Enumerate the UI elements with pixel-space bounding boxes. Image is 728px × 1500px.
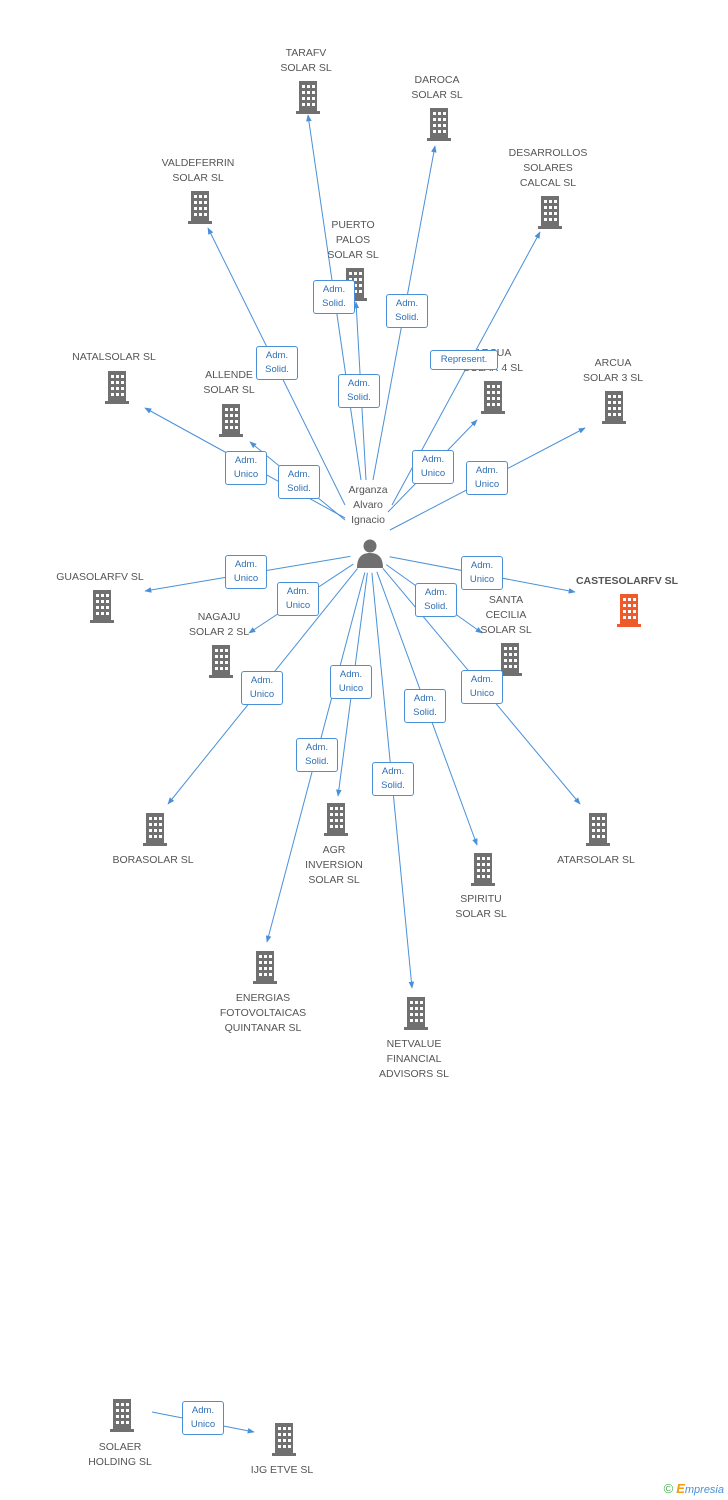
role-label-valdeferrin[interactable]: Adm. Solid. — [256, 346, 298, 380]
building-icon-spiritu[interactable] — [471, 852, 495, 886]
building-icon-castesolarfv[interactable] — [617, 593, 641, 627]
person-name[interactable]: Arganza Alvaro Ignacio — [348, 484, 388, 526]
company-label-puerto[interactable]: PUERTO PALOS SOLAR SL — [327, 219, 379, 261]
role-label-daroca[interactable]: Adm. Solid. — [386, 294, 428, 328]
company-label-tarafv[interactable]: TARAFV SOLAR SL — [280, 47, 332, 74]
role-label-energias[interactable]: Adm. Solid. — [296, 738, 338, 772]
copyright-symbol: © — [663, 1481, 674, 1496]
role-label-santacecilia[interactable]: Adm. Solid. — [415, 583, 457, 617]
role-label-tarafv[interactable]: Adm. Solid. — [313, 280, 355, 314]
company-label-santacecilia[interactable]: SANTA CECILIA SOLAR SL — [480, 594, 532, 636]
company-label-guasolarfv[interactable]: GUASOLARFV SL — [56, 571, 144, 583]
building-icon-arcua3[interactable] — [602, 390, 626, 424]
building-icon-arcua4[interactable] — [481, 380, 505, 414]
role-label-natalsolar[interactable]: Adm. Unico — [225, 451, 267, 485]
building-icon-santacecilia[interactable] — [498, 642, 522, 676]
building-icon-ijg[interactable] — [272, 1422, 296, 1456]
company-label-spiritu[interactable]: SPIRITU SOLAR SL — [455, 893, 507, 920]
company-label-borasolar[interactable]: BORASOLAR SL — [112, 854, 194, 866]
company-label-allende[interactable]: ALLENDE SOLAR SL — [203, 369, 255, 396]
building-icon-nagaju[interactable] — [209, 644, 233, 678]
brand-initial: E — [676, 1481, 685, 1496]
company-label-energias[interactable]: ENERGIAS FOTOVOLTAICAS QUINTANAR SL — [219, 992, 307, 1034]
building-icon-tarafv[interactable] — [296, 80, 320, 114]
role-label-allende[interactable]: Adm. Solid. — [278, 465, 320, 499]
company-label-daroca[interactable]: DAROCA SOLAR SL — [411, 74, 463, 101]
building-icon-desarrollos[interactable] — [538, 195, 562, 229]
brand-name: mpresia — [684, 1484, 724, 1496]
company-label-atarsolar[interactable]: ATARSOLAR SL — [557, 854, 635, 866]
building-icon-netvalue[interactable] — [404, 996, 428, 1030]
role-label-puerto[interactable]: Adm. Solid. — [338, 374, 380, 408]
company-label-castesolarfv[interactable]: CASTESOLARFV SL — [575, 575, 679, 587]
role-label-arcua4[interactable]: Adm. Unico — [412, 450, 454, 484]
company-label-nagaju[interactable]: NAGAJU SOLAR 2 SL — [188, 611, 250, 638]
footer-brand: ©Empresia — [664, 1481, 724, 1496]
company-label-ijg[interactable]: IJG ETVE SL — [250, 1464, 314, 1476]
building-icon-energias[interactable] — [253, 950, 277, 984]
building-icon-daroca[interactable] — [427, 107, 451, 141]
company-label-arcua3[interactable]: ARCUA SOLAR 3 SL — [582, 357, 644, 384]
role-label-arcua3[interactable]: Adm. Unico — [466, 461, 508, 495]
person-icon[interactable] — [356, 538, 384, 568]
building-icon-agr[interactable] — [324, 802, 348, 836]
building-icon-natalsolar[interactable] — [105, 370, 129, 404]
company-label-natalsolar[interactable]: NATALSOLAR SL — [72, 351, 156, 363]
building-icon-valdeferrin[interactable] — [188, 190, 212, 224]
company-label-valdeferrin[interactable]: VALDEFERRIN SOLAR SL — [161, 157, 235, 184]
building-icon-solaer[interactable] — [110, 1398, 134, 1432]
role-label-nagaju[interactable]: Adm. Unico — [277, 582, 319, 616]
role-label-castesolarfv[interactable]: Adm. Unico — [461, 556, 503, 590]
role-label-atarsolar[interactable]: Adm. Unico — [461, 670, 503, 704]
building-icon-allende[interactable] — [219, 403, 243, 437]
role-label-ijg[interactable]: Adm. Unico — [182, 1401, 224, 1435]
building-icon-atarsolar[interactable] — [586, 812, 610, 846]
role-label-agr[interactable]: Adm. Unico — [330, 665, 372, 699]
role-label-netvalue[interactable]: Adm. Solid. — [372, 762, 414, 796]
role-label-spiritu[interactable]: Adm. Solid. — [404, 689, 446, 723]
company-label-desarrollos[interactable]: DESARROLLOS SOLARES CALCAL SL — [508, 147, 588, 189]
company-label-netvalue[interactable]: NETVALUE FINANCIAL ADVISORS SL — [378, 1038, 450, 1080]
role-label-guasolarfv[interactable]: Adm. Unico — [225, 555, 267, 589]
building-icon-guasolarfv[interactable] — [90, 589, 114, 623]
role-label-desarrollos[interactable]: Represent. — [430, 350, 498, 370]
company-label-agr[interactable]: AGR INVERSION SOLAR SL — [305, 844, 363, 886]
building-icon-borasolar[interactable] — [143, 812, 167, 846]
company-label-solaer[interactable]: SOLAER HOLDING SL — [88, 1441, 152, 1468]
role-label-borasolar[interactable]: Adm. Unico — [241, 671, 283, 705]
